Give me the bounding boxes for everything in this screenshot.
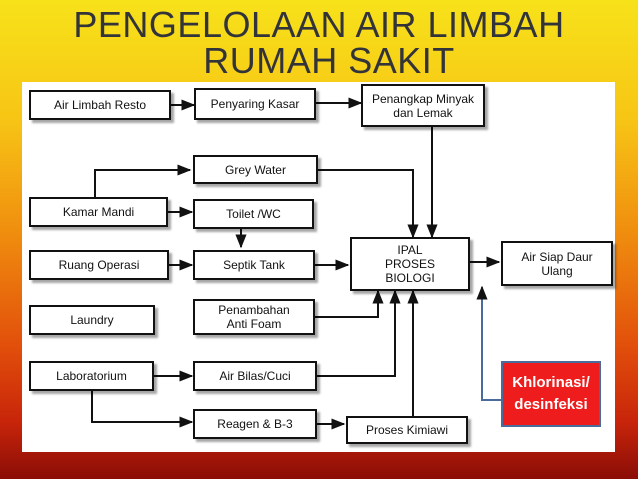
arrow-kamar-mandi-to-grey-water	[94, 164, 192, 197]
slide-title-line-1: PENGELOLAAN AIR LIMBAH	[73, 4, 565, 45]
disinfection-box-khlorinasi: Khlorinasi/ desinfeksi	[501, 361, 601, 427]
process-box-septik-tank: Septik Tank	[193, 250, 315, 280]
process-box-penambahan-anti-foam: Penambahan Anti Foam	[193, 299, 315, 335]
arrow-air-bilas-to-ipal	[317, 289, 401, 377]
process-box-penangkap-minyak: Penangkap Minyak dan Lemak	[361, 84, 485, 127]
process-box-ipal-proses-biologi: IPAL PROSES BIOLOGI	[350, 237, 470, 291]
source-box-ruang-operasi: Ruang Operasi	[29, 250, 169, 280]
process-box-reagen-b3: Reagen & B-3	[193, 409, 317, 439]
process-box-proses-kimiawi: Proses Kimiawi	[346, 416, 468, 444]
process-box-toilet-wc: Toilet /WC	[193, 199, 314, 229]
output-box-air-siap-daur-ulang: Air Siap Daur Ulang	[501, 241, 613, 286]
source-box-laundry: Laundry	[29, 305, 155, 335]
line-disinfection-to-ipal-output	[476, 285, 503, 401]
arrow-grey-water-to-ipal	[318, 169, 419, 239]
slide-title-line-2: RUMAH SAKIT	[203, 40, 455, 81]
process-box-air-bilas-cuci: Air Bilas/Cuci	[193, 361, 317, 391]
source-box-laboratorium: Laboratorium	[29, 361, 154, 391]
arrow-laboratorium-to-reagen	[91, 391, 194, 428]
source-box-kamar-mandi: Kamar Mandi	[29, 197, 168, 227]
arrow-anti-foam-to-ipal	[315, 289, 384, 318]
process-box-grey-water: Grey Water	[193, 155, 318, 184]
process-box-penyaring-kasar: Penyaring Kasar	[194, 88, 316, 120]
source-box-air-limbah-resto: Air Limbah Resto	[29, 90, 171, 120]
